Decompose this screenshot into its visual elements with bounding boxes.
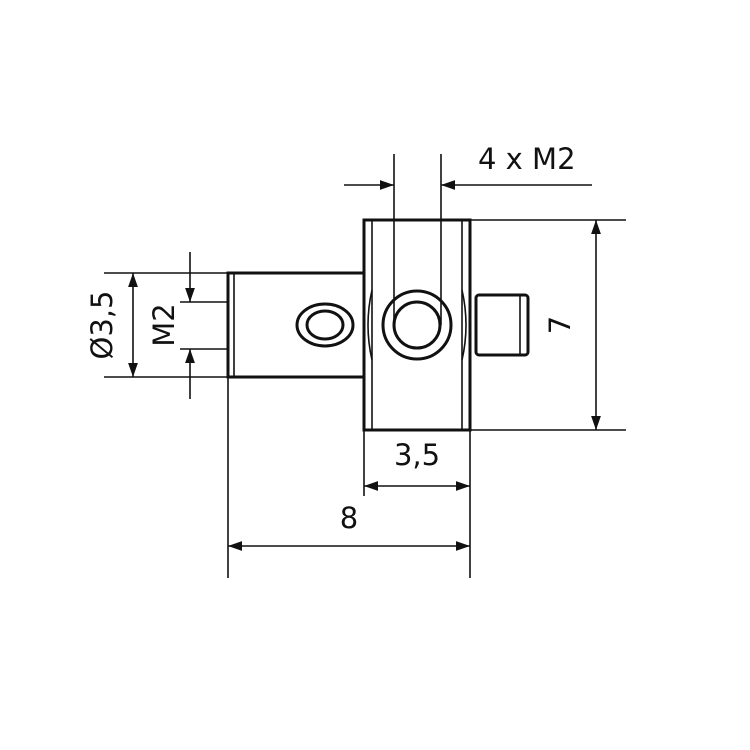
center-block [362,218,472,432]
right-stub [474,293,530,357]
part-outline [226,218,530,432]
label-thread-spec: 4 x M2 [478,142,576,176]
side-hole-outer [295,302,355,348]
side-hole-inner [305,309,345,341]
front-hole-outer [381,289,453,361]
label-shaft-diameter: Ø3,5 [85,291,119,360]
block-flat-right [461,289,467,361]
label-block-height: 7 [543,316,577,334]
label-shaft-thread: M2 [147,303,181,346]
front-hole-inner [392,300,442,350]
dimension-lines [128,180,601,551]
block-flat-left [367,289,373,361]
label-block-width: 3,5 [394,438,440,472]
dimension-labels: 4 x M2 7 3,5 8 Ø3,5 M2 [85,142,577,535]
label-overall-length: 8 [340,501,358,535]
side-hole [295,302,355,348]
